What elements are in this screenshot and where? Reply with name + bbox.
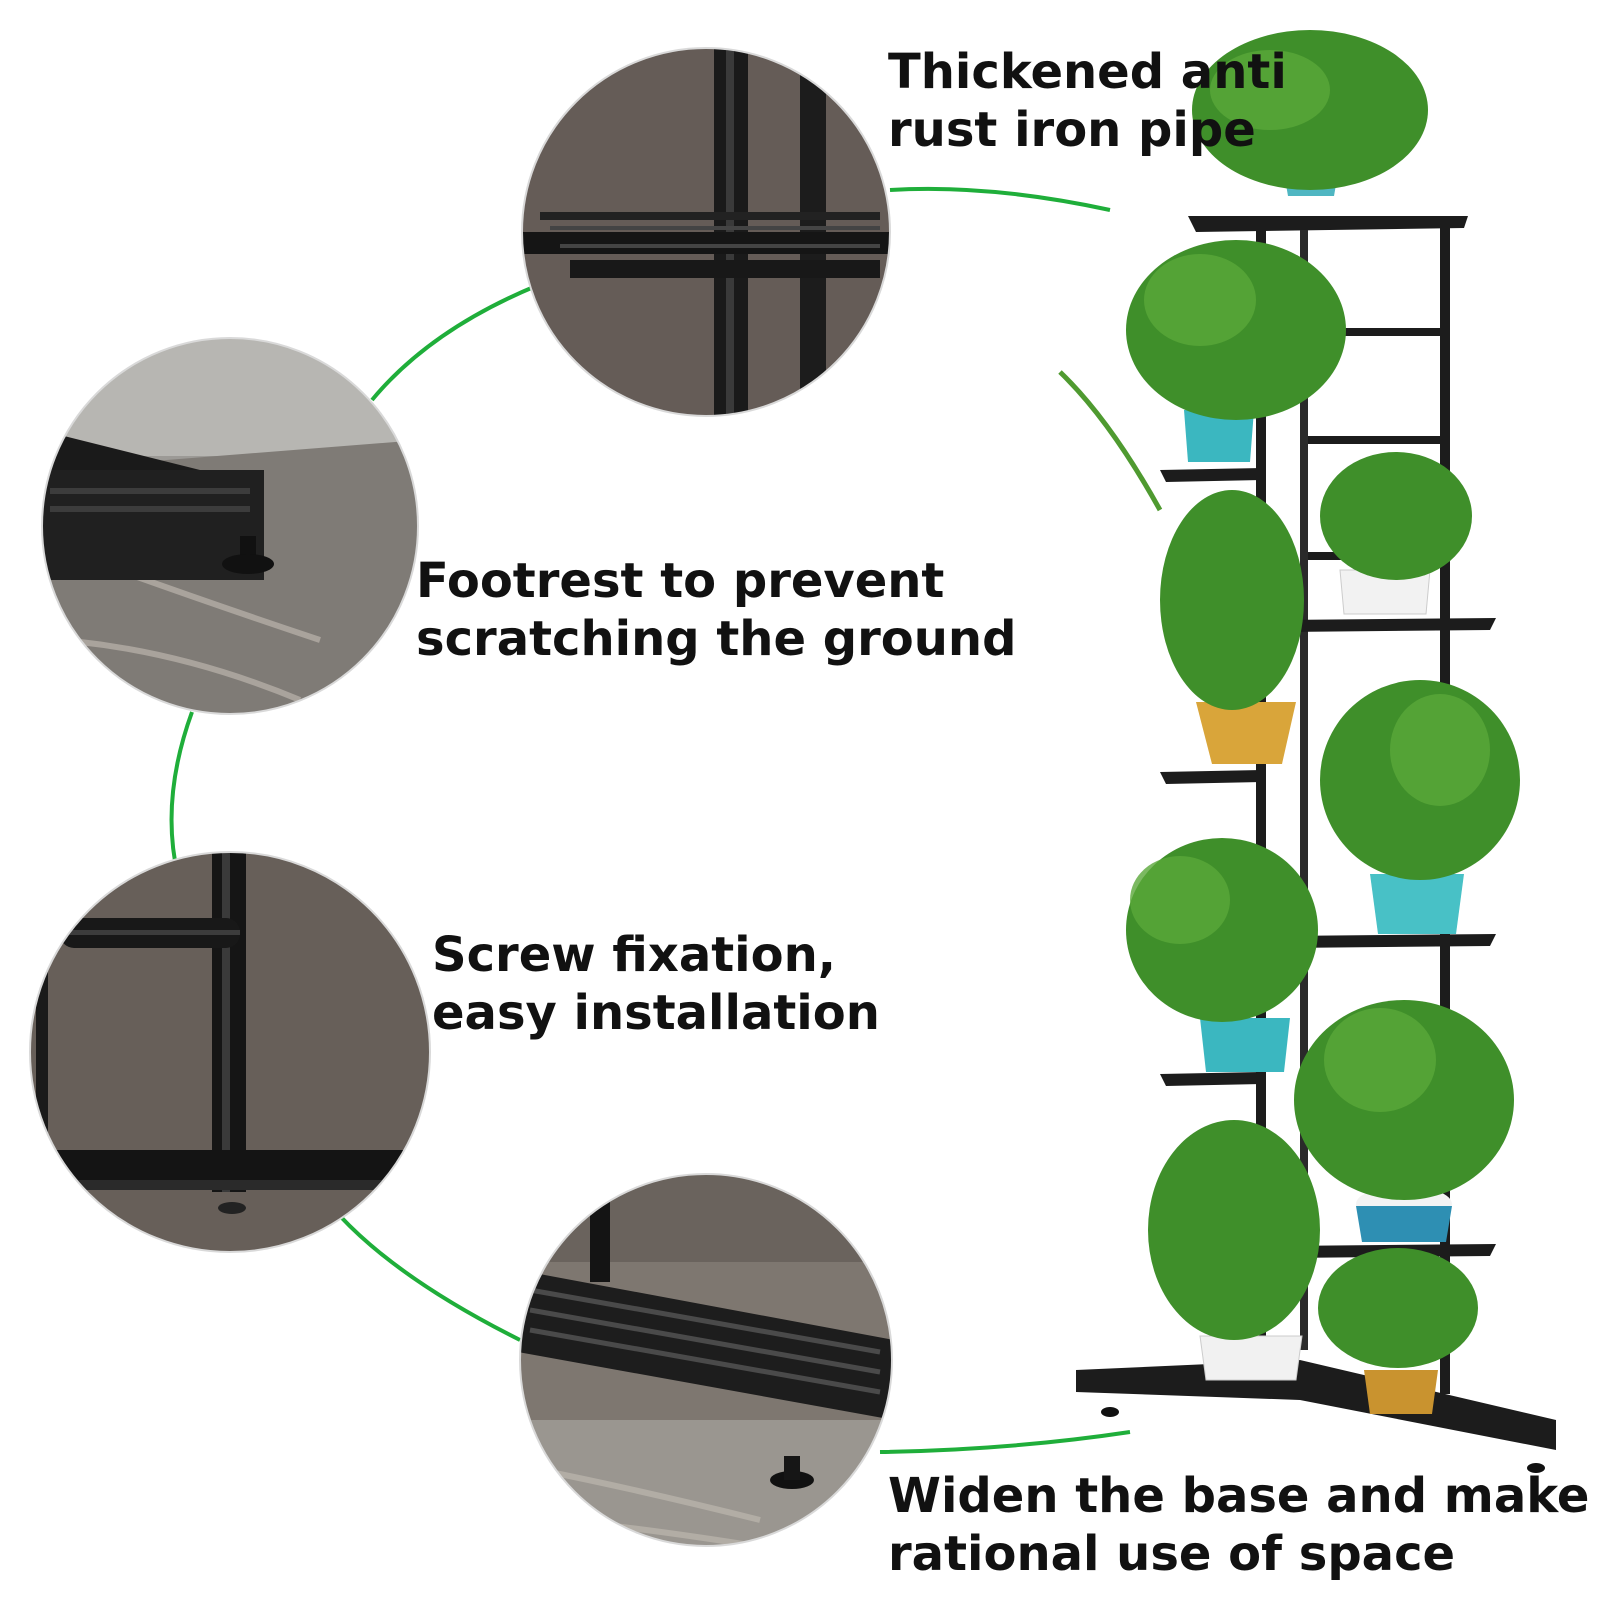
feature-caption-anti-rust-pipe: Thickened anti rust iron pipe [888,44,1287,159]
feature-caption-line: Screw fixation, [432,927,837,983]
plant-rack [1058,30,1556,1473]
feature-caption-screw-fixation: Screw fixation, easy installation [432,927,880,1042]
feature-caption-footrest: Footrest to prevent scratching the groun… [416,553,1016,668]
feature-caption-line: rational use of space [888,1525,1456,1582]
feature-caption-wide-base: Widen the base and make rational use of … [888,1468,1589,1583]
detail-circle-screw [30,852,430,1252]
feature-caption-line: scratching the ground [416,610,1017,667]
detail-circle-pipe [522,48,890,416]
feature-caption-line: Footrest to prevent [416,553,945,609]
feature-caption-line: rust iron pipe [888,101,1256,158]
feature-caption-line: Thickened anti [888,44,1287,100]
connector-line [169,186,1131,1454]
feature-caption-line: easy installation [432,984,880,1041]
feature-caption-line: Widen the base and make [888,1468,1590,1524]
